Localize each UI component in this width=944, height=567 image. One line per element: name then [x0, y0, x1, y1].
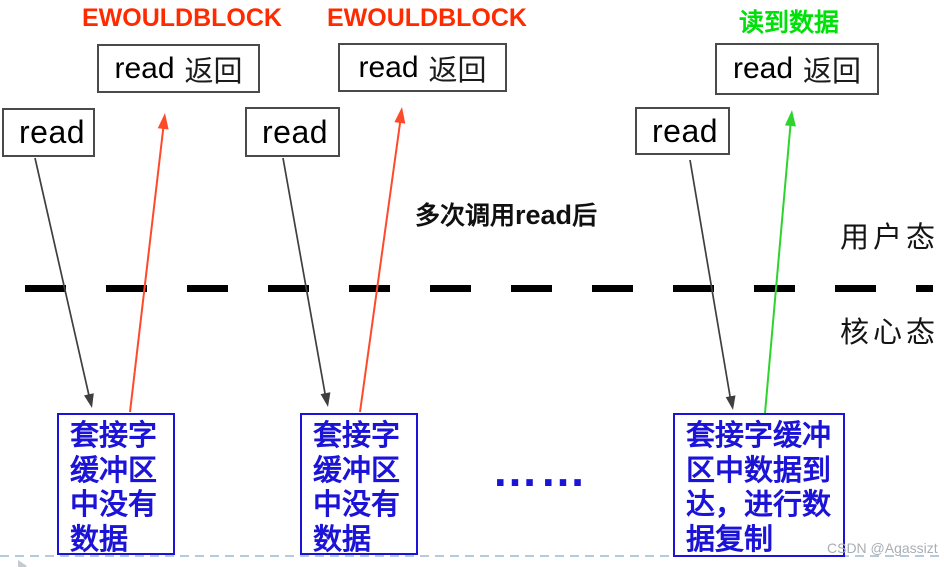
bottom-dashed-line	[0, 555, 944, 557]
read-return-text: read	[732, 52, 794, 85]
error-return-arrowhead-1	[157, 113, 169, 130]
watermark-text: CSDN @Agassizt	[827, 540, 938, 556]
ewouldblock-label-1: EWOULDBLOCK	[82, 4, 282, 32]
read-call-box-3: read	[635, 107, 730, 155]
data-read-label: 读到数据	[739, 8, 840, 37]
read-call-arrow-3	[689, 159, 732, 403]
read-return-text: read	[114, 51, 175, 85]
read-call-arrowhead-2	[320, 392, 331, 407]
read-return-suffix: 返回	[184, 53, 243, 88]
error-return-arrow-2	[359, 115, 402, 413]
success-return-arrow	[764, 118, 792, 414]
buffer-no-data-box-1: 套接字 缓冲区 中没有 数据	[57, 413, 175, 556]
kernel-mode-label: 核心态	[840, 315, 940, 349]
read-call-text: read	[652, 112, 719, 149]
error-return-arrowhead-2	[394, 107, 406, 124]
read-call-arrowhead-1	[84, 393, 94, 408]
read-return-text: read	[358, 50, 419, 84]
user-mode-label: 用户态	[840, 220, 940, 254]
read-return-box-2: read 返回	[338, 43, 507, 92]
read-call-arrow-2	[282, 157, 327, 400]
read-call-text: read	[262, 113, 329, 150]
read-call-box-1: read	[2, 108, 95, 157]
ewouldblock-label-2: EWOULDBLOCK	[327, 4, 527, 32]
ellipsis-label: ……	[492, 444, 588, 496]
repeat-call-note-read: read	[515, 200, 573, 230]
slide-bullet-icon	[18, 560, 27, 567]
success-return-arrowhead	[784, 110, 796, 127]
mode-separator-line	[25, 285, 933, 292]
error-return-arrow-1	[129, 121, 165, 413]
read-return-box-1: read 返回	[97, 44, 260, 93]
read-call-text: read	[19, 114, 86, 150]
repeat-call-note-prefix: 多次调用	[415, 201, 516, 230]
read-return-suffix: 返回	[803, 54, 862, 88]
read-call-box-2: read	[245, 107, 340, 157]
read-return-box-3: read 返回	[715, 43, 879, 95]
buffer-data-arrived-box: 套接字缓冲 区中数据到 达，进行数 据复制	[673, 413, 845, 557]
repeat-call-note-suffix: 后	[572, 201, 598, 230]
read-call-arrow-1	[34, 157, 91, 401]
repeat-call-note: 多次调用read后	[415, 196, 597, 232]
read-call-arrowhead-3	[725, 395, 736, 410]
read-return-suffix: 返回	[428, 52, 487, 87]
buffer-no-data-box-2: 套接字 缓冲区 中没有 数据	[300, 413, 418, 556]
